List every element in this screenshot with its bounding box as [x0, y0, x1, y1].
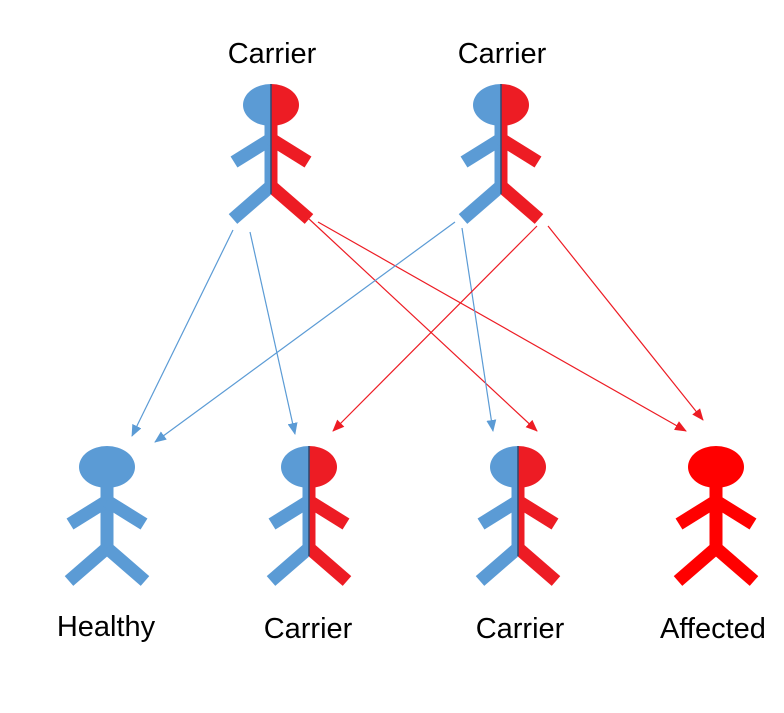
parent-label-2: Carrier	[458, 38, 547, 70]
child-figure-affected	[673, 446, 759, 586]
child-label-affected: Affected	[660, 613, 766, 645]
parent-figure-1	[228, 84, 314, 224]
arrow-parent2-to-healthy	[154, 221, 456, 443]
arrow-parent2-to-affected	[547, 225, 704, 421]
arrow-parent1-to-carrier1	[249, 231, 298, 435]
inheritance-arrows	[131, 217, 704, 443]
arrow-parent1-to-healthy	[131, 229, 234, 437]
child-label-healthy: Healthy	[57, 611, 156, 643]
child-figure-healthy	[64, 446, 150, 586]
arrow-parent2-to-carrier2	[461, 227, 497, 432]
child-figure-carrier-1	[266, 446, 352, 586]
child-label-carrier-2: Carrier	[476, 613, 565, 645]
parent-label-1: Carrier	[228, 38, 317, 70]
arrow-parent1-to-carrier2	[307, 217, 538, 432]
child-label-carrier-1: Carrier	[264, 613, 353, 645]
child-figure-carrier-2	[475, 446, 561, 586]
parent-figure-2	[458, 84, 544, 224]
arrow-parent1-to-affected	[317, 221, 687, 432]
arrow-parent2-to-carrier1	[332, 225, 538, 432]
